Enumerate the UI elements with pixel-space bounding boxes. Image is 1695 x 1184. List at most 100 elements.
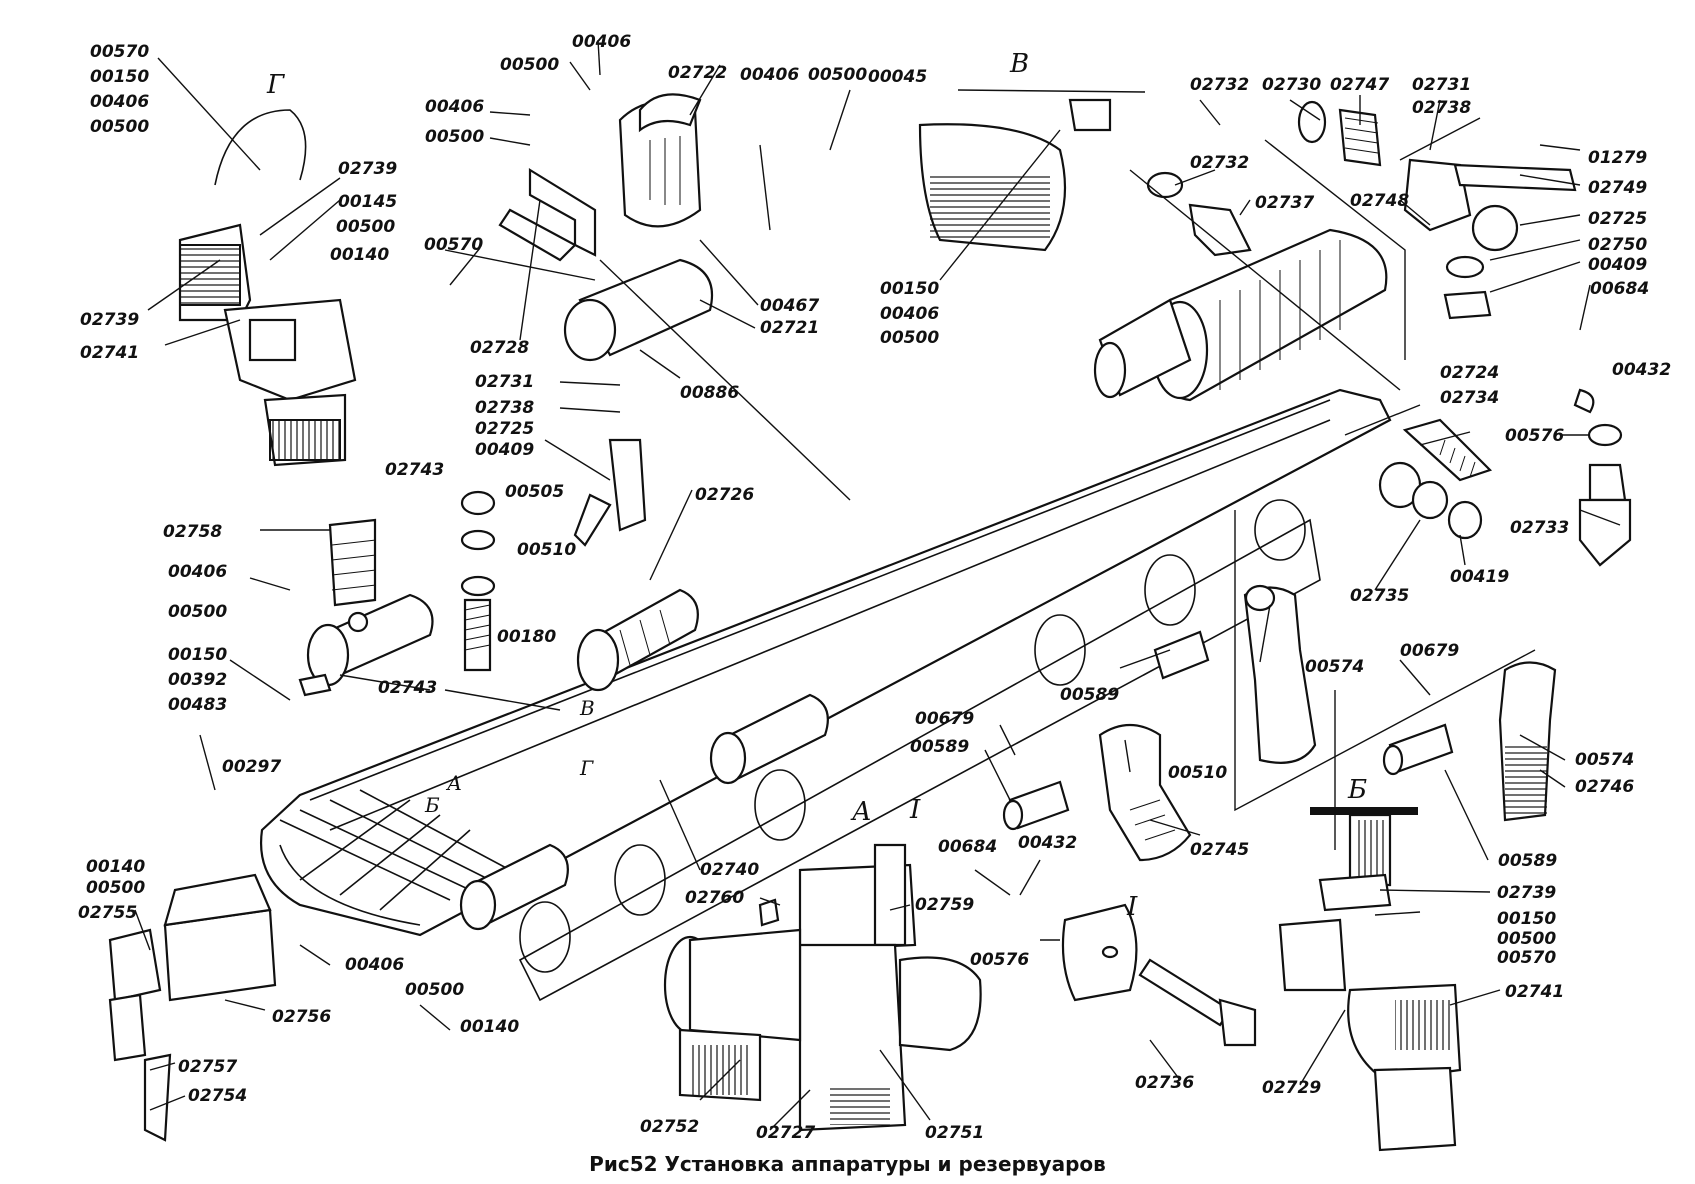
part-label: 02732 (1190, 153, 1249, 173)
view-v-shield (918, 89, 1146, 252)
part-label: 02743 (378, 678, 437, 698)
tank-middle (576, 588, 699, 692)
part-label: 00684 (1590, 279, 1649, 299)
part-label: 00483 (168, 695, 227, 715)
tank-left-end (459, 843, 569, 931)
pin-00589-c (1382, 723, 1454, 776)
part-label: 00679 (915, 709, 974, 729)
part-label: 00419 (1450, 567, 1509, 587)
part-label: 00406 (345, 955, 404, 975)
part-label: 02726 (695, 485, 754, 505)
view-letter: Б (1347, 775, 1367, 805)
part-label: 00297 (222, 757, 281, 777)
figure-caption: Рис52 Установка аппаратуры и резервуаров (589, 1152, 1106, 1176)
main-frame (260, 388, 1392, 937)
part-label: 02746 (1575, 777, 1634, 797)
cylinder-02721 (563, 258, 714, 362)
tank-lower (709, 693, 829, 785)
part-label: 02745 (1190, 840, 1249, 860)
part-label: 00392 (168, 670, 227, 690)
part-label: 00406 (572, 32, 631, 52)
part-label: 02728 (470, 338, 529, 358)
pin-00589-b (1153, 630, 1210, 680)
part-label: 00045 (868, 67, 927, 87)
part-labels: 00570 00150 00406 00500 02739 00145 0050… (78, 32, 1671, 1143)
part-label: 02750 (1588, 235, 1647, 255)
part-label: 00500 (1497, 929, 1556, 949)
part-label: 00570 (424, 235, 483, 255)
part-label: 02759 (915, 895, 974, 915)
view-letter: Г (579, 756, 594, 780)
part-label: 02729 (1262, 1078, 1321, 1098)
part-label: 02755 (78, 903, 137, 923)
part-label: 00576 (970, 950, 1029, 970)
tank-large (1151, 228, 1388, 402)
part-label: 00574 (1575, 750, 1634, 770)
part-label: 00150 (1497, 909, 1556, 929)
part-label: 00574 (1305, 657, 1364, 677)
part-label: 02754 (188, 1086, 247, 1106)
part-label: 02738 (475, 398, 534, 418)
cock-02725 (573, 438, 647, 547)
part-label: 00500 (336, 217, 395, 237)
part-label: 00500 (425, 127, 484, 147)
part-label: 02737 (1255, 193, 1314, 213)
connector-block-02756 (108, 873, 277, 1142)
part-label: 00150 (168, 645, 227, 665)
side-plate (518, 499, 1321, 1002)
spring-00180 (460, 490, 496, 672)
view-b-block (1278, 807, 1462, 1152)
part-label: 00140 (86, 857, 145, 877)
part-label: 02739 (338, 159, 397, 179)
view-letter: В (579, 696, 595, 720)
part-label: 02722 (668, 63, 727, 83)
part-label: 02735 (1350, 586, 1409, 606)
part-label: 02739 (1497, 883, 1556, 903)
pin-00589-a (1002, 780, 1070, 831)
leader-lines (134, 39, 1621, 1131)
view-a-assembly (663, 843, 982, 1132)
part-label: 00500 (808, 65, 867, 85)
part-label: 01279 (1588, 148, 1647, 168)
part-label: 02738 (1412, 98, 1471, 118)
part-label: 00500 (405, 980, 464, 1000)
part-label: 00679 (1400, 641, 1459, 661)
view-letter: В (1009, 49, 1029, 79)
part-label: 00145 (338, 192, 397, 212)
part-label: 00500 (90, 117, 149, 137)
lever-02746 (1498, 661, 1557, 822)
valve-02734 (1378, 418, 1493, 540)
plug-02758 (328, 518, 377, 607)
lever-upper (1243, 584, 1317, 764)
view-letter: I (909, 795, 921, 825)
part-label: 00510 (1168, 763, 1227, 783)
part-label: 02731 (475, 372, 534, 392)
part-label: 00505 (505, 482, 564, 502)
part-label: 02752 (640, 1117, 699, 1137)
part-label: 00576 (1505, 426, 1564, 446)
part-label: 02758 (163, 522, 222, 542)
part-label: 02749 (1588, 178, 1647, 198)
reservoir-02743 (298, 593, 434, 697)
part-label: 02741 (80, 343, 139, 363)
part-label: 00510 (517, 540, 576, 560)
lever-02745 (1098, 724, 1192, 862)
part-label: 00432 (1612, 360, 1671, 380)
part-label: 00500 (168, 602, 227, 622)
view-letter: А (445, 771, 462, 795)
part-label: 00180 (497, 627, 556, 647)
part-label: 02730 (1262, 75, 1321, 95)
part-label: 02721 (760, 318, 819, 338)
part-label: 00589 (910, 737, 969, 757)
part-label: 02751 (925, 1123, 984, 1143)
part-label: 00500 (880, 328, 939, 348)
part-label: 00500 (500, 55, 559, 75)
part-label: 00684 (938, 837, 997, 857)
view-g-block (178, 109, 357, 467)
part-label: 02734 (1440, 388, 1499, 408)
part-label: 00406 (90, 92, 149, 112)
part-label: 02733 (1510, 518, 1569, 538)
bolt-02736 (1138, 958, 1257, 1047)
part-label: 02724 (1440, 363, 1499, 383)
